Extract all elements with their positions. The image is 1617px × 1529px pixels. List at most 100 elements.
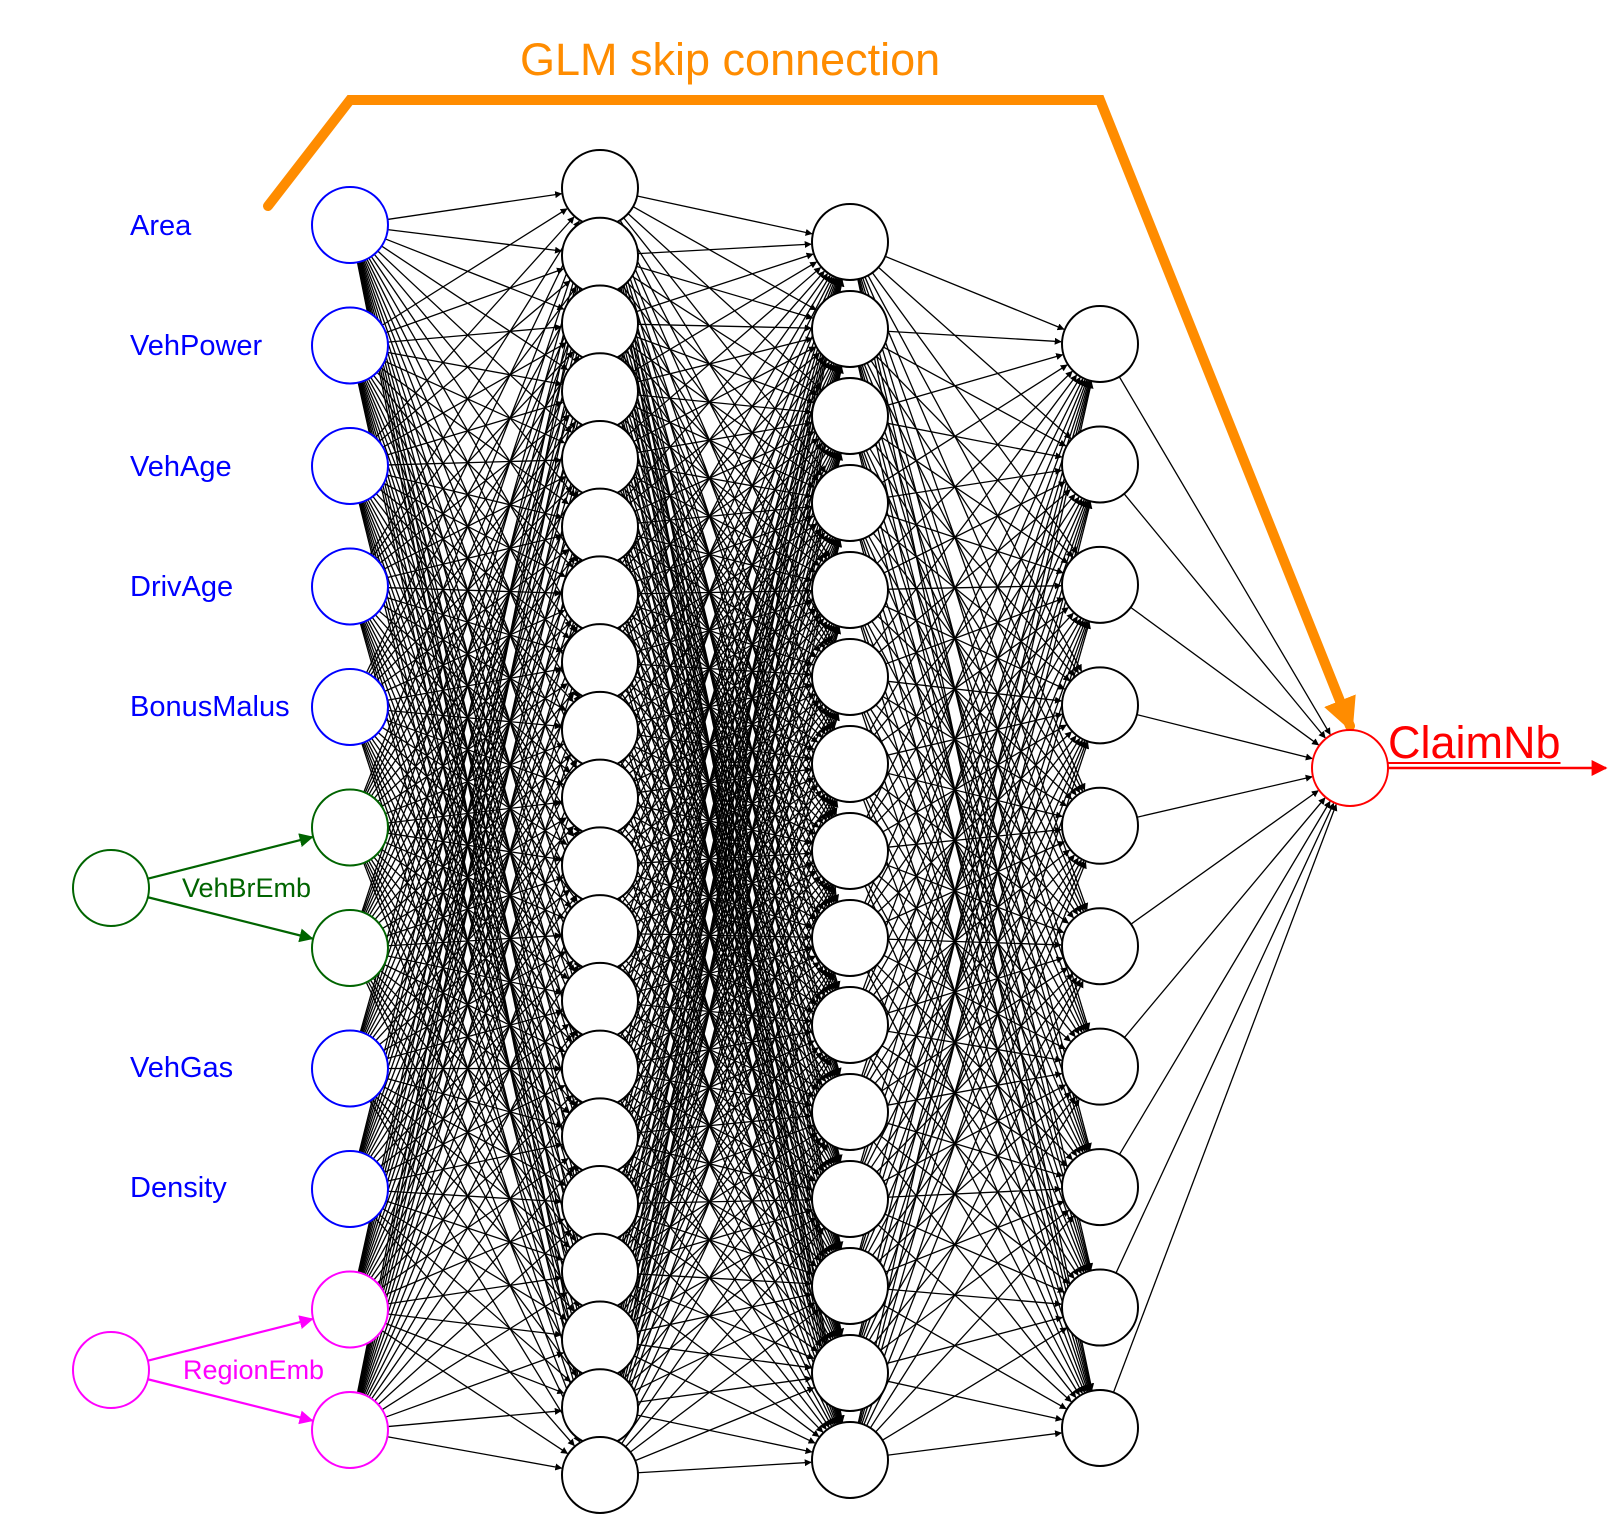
edge-h2-h3-10-1	[863, 500, 1087, 1077]
edge-in-h1-7-10	[379, 889, 571, 1046]
edge-in-h1-10-6	[360, 631, 591, 1394]
edge-h2-h3-11-0	[860, 380, 1091, 1163]
edge-h2-h3-13-7	[880, 1209, 1070, 1351]
input-node-10	[311, 1270, 389, 1349]
input-node-2	[311, 306, 389, 385]
edge-h2-h3-8-2	[871, 616, 1078, 908]
edge-h1-h2-15-6	[618, 797, 832, 1172]
edge-h1-h2-15-11	[637, 1196, 812, 1204]
edge-h2-h3-6-9	[862, 799, 1088, 1393]
edge-h1-h2-2-0	[635, 252, 814, 313]
hidden2-node-9	[811, 899, 889, 977]
input-node-5	[311, 668, 389, 746]
input-label-bonusmalus: BonusMalus	[130, 691, 290, 723]
region-embedding-label: RegionEmb	[183, 1355, 325, 1385]
edge-h1-h2-11-14	[615, 967, 834, 1426]
hidden2-node-7	[811, 725, 889, 803]
edge-h1-h2-14-10	[637, 1112, 812, 1134]
edge-h1-h2-2-2	[635, 336, 815, 404]
edge-h2-h3-2-2	[881, 436, 1069, 564]
edge-h1-h2-19-8	[615, 972, 835, 1441]
edge-in-h1-6-12	[387, 955, 563, 995]
edge-h3-out-0-0	[1118, 376, 1331, 736]
edge-h2-h3-11-1	[861, 500, 1089, 1164]
edge-h2-h3-10-2	[865, 619, 1084, 1078]
edge-in-h1-1-10	[365, 379, 584, 831]
edge-in-h1-6-7	[374, 690, 575, 920]
edge-h1-h2-3-4	[629, 414, 821, 567]
edge-h2-h3-3-0	[881, 364, 1068, 484]
edge-in-h1-10-13	[371, 1100, 579, 1400]
hidden1-node-3	[561, 284, 639, 363]
edge-in-h1-9-5	[360, 563, 590, 1274]
edge-h1-h2-19-4	[609, 626, 842, 1439]
edge-in-h1-6-0	[361, 224, 590, 913]
edge-in-h1-9-19	[381, 1329, 569, 1455]
output-label-claimnb: ClaimNb	[1388, 717, 1561, 768]
edge-h2-h3-5-1	[878, 489, 1071, 653]
edge-h1-h2-19-3	[608, 540, 843, 1439]
edge-in-h1-9-1	[358, 293, 593, 1273]
edge-h2-h3-10-8	[879, 1134, 1070, 1285]
edge-h2-h3-11-4	[870, 857, 1079, 1168]
edge-in-h1-8-0	[358, 225, 593, 1153]
edge-h2-h3-1-5	[863, 363, 1087, 911]
input-node-4	[311, 547, 389, 626]
edge-h2-h3-8-6	[883, 954, 1066, 1050]
hidden1-node-13	[561, 961, 639, 1040]
edge-in-h1-10-12	[368, 1033, 581, 1398]
edge-in-h1-5-0	[363, 223, 587, 793]
edge-h1-h2-6-2	[630, 438, 819, 573]
hidden3-node-9	[1061, 1268, 1139, 1347]
edge-h1-h2-3-1	[636, 336, 813, 383]
input-node-11	[311, 1391, 389, 1469]
input-label-density: Density	[130, 1172, 227, 1204]
edge-h1-h2-4-5	[628, 483, 822, 652]
edge-in-h1-0-1	[387, 228, 562, 254]
input-label-area: Area	[130, 210, 192, 242]
edge-h1-h2-14-8	[629, 961, 820, 1114]
edge-h2-h3-14-3	[861, 741, 1090, 1425]
edge-in-h1-1-11	[364, 380, 586, 898]
edge-in-h1-10-9	[363, 833, 587, 1395]
edge-h1-h2-0-3	[623, 217, 827, 474]
edge-h2-h3-7-9	[864, 885, 1086, 1393]
edge-h2-h3-8-4	[884, 841, 1066, 924]
edge-h2-h3-10-3	[869, 737, 1081, 1080]
edge-h1-h2-12-11	[629, 1023, 820, 1176]
edge-in-h1-10-1	[357, 293, 594, 1393]
edge-h2-h3-1-3	[870, 360, 1079, 674]
edge-in-h1-2-1	[378, 280, 571, 443]
edge-h1-h2-12-5	[622, 707, 827, 972]
edge-in-h1-7-9	[375, 825, 575, 1042]
edge-in-h1-1-0	[381, 208, 568, 326]
edge-h2-h3-6-8	[865, 798, 1085, 1273]
edge-in-h1-8-15	[387, 1190, 562, 1205]
edge-in-h1-8-3	[360, 427, 590, 1153]
hidden3-node-2	[1061, 425, 1139, 504]
edge-in-h1-1-2	[387, 323, 562, 343]
hidden2-node-12	[811, 1160, 889, 1238]
edge-in-h1-0-8	[366, 258, 584, 696]
edge-h1-h2-18-11	[628, 1223, 821, 1384]
input-label-vehage: VehAge	[130, 451, 232, 483]
edge-h2-h3-5-0	[872, 374, 1078, 648]
edge-h2-h3-12-6	[878, 1091, 1072, 1262]
edge-in-h1-3-2	[375, 351, 574, 560]
edge-h1-h2-14-0	[609, 278, 842, 1100]
edge-h2-h3-12-0	[859, 381, 1092, 1250]
edge-h2-h3-12-1	[860, 501, 1091, 1250]
hidden3-node-3	[1061, 545, 1139, 624]
edge-in-h1-8-11	[376, 960, 574, 1163]
edge-h1-h2-17-1	[608, 366, 843, 1303]
edge-in-h1-4-6	[384, 609, 566, 692]
edge-in-h1-7-18	[372, 1098, 578, 1377]
edge-h1-h2-1-6	[616, 289, 834, 730]
edge-in-h1-4-1	[367, 289, 582, 675]
edge-in-h1-0-2	[385, 238, 565, 311]
edge-in-h1-0-4	[377, 250, 573, 433]
edge-in-h1-0-11	[362, 260, 589, 897]
edge-in-h1-7-17	[375, 1095, 575, 1312]
edge-h3-out-9-0	[1112, 803, 1338, 1393]
hidden1-node-11	[561, 826, 639, 905]
